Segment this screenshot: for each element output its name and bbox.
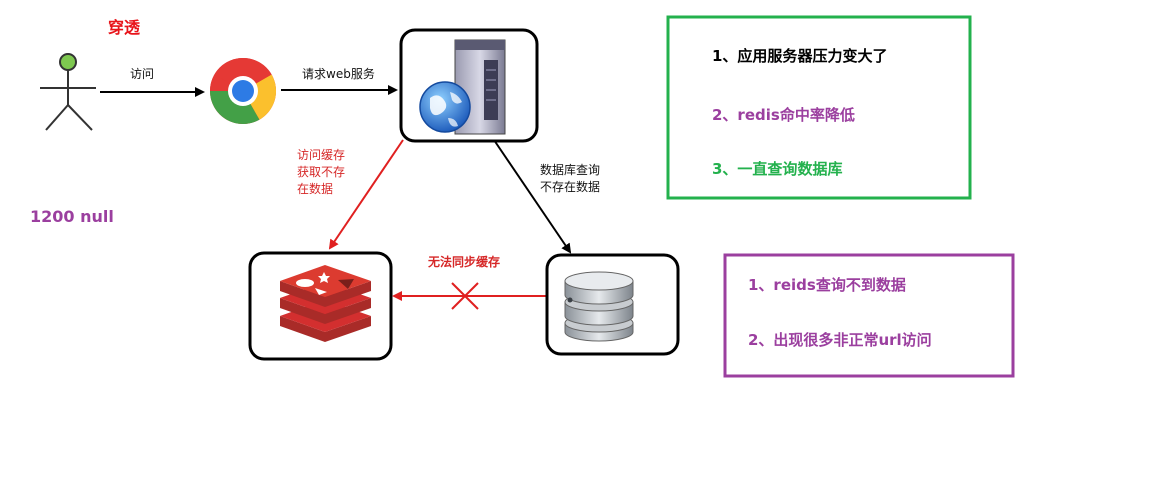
effect-item-2: 2、redis命中率降低 bbox=[712, 106, 855, 124]
effect-item-3: 3、一直查询数据库 bbox=[712, 160, 842, 178]
chrome-icon bbox=[209, 57, 277, 125]
user-label: 1200 null bbox=[30, 207, 114, 226]
globe-icon bbox=[419, 81, 471, 133]
redis-icon bbox=[280, 265, 371, 342]
user-figure-icon bbox=[40, 53, 96, 131]
visit-label: 访问 bbox=[130, 67, 154, 81]
db-query-label: 数据库查询 不存在数据 bbox=[540, 162, 604, 194]
cross-icon bbox=[451, 282, 479, 310]
cause-item-2: 2、出现很多非正常url访问 bbox=[748, 331, 932, 349]
db-query-arrow bbox=[493, 139, 572, 254]
diagram-title: 穿透 bbox=[108, 18, 141, 37]
effects-box bbox=[666, 15, 972, 200]
cause-item-1: 1、reids查询不到数据 bbox=[748, 276, 906, 294]
causes-box bbox=[723, 253, 1015, 378]
visit-cache-arrow bbox=[328, 139, 404, 250]
database-icon bbox=[564, 271, 634, 342]
visit-cache-label: 访问缓存 获取不存 在数据 bbox=[297, 148, 349, 196]
request-web-label: 请求web服务 bbox=[302, 66, 375, 81]
effect-item-1: 1、应用服务器压力变大了 bbox=[712, 47, 887, 65]
cannot-sync-label: 无法同步缓存 bbox=[427, 254, 500, 269]
